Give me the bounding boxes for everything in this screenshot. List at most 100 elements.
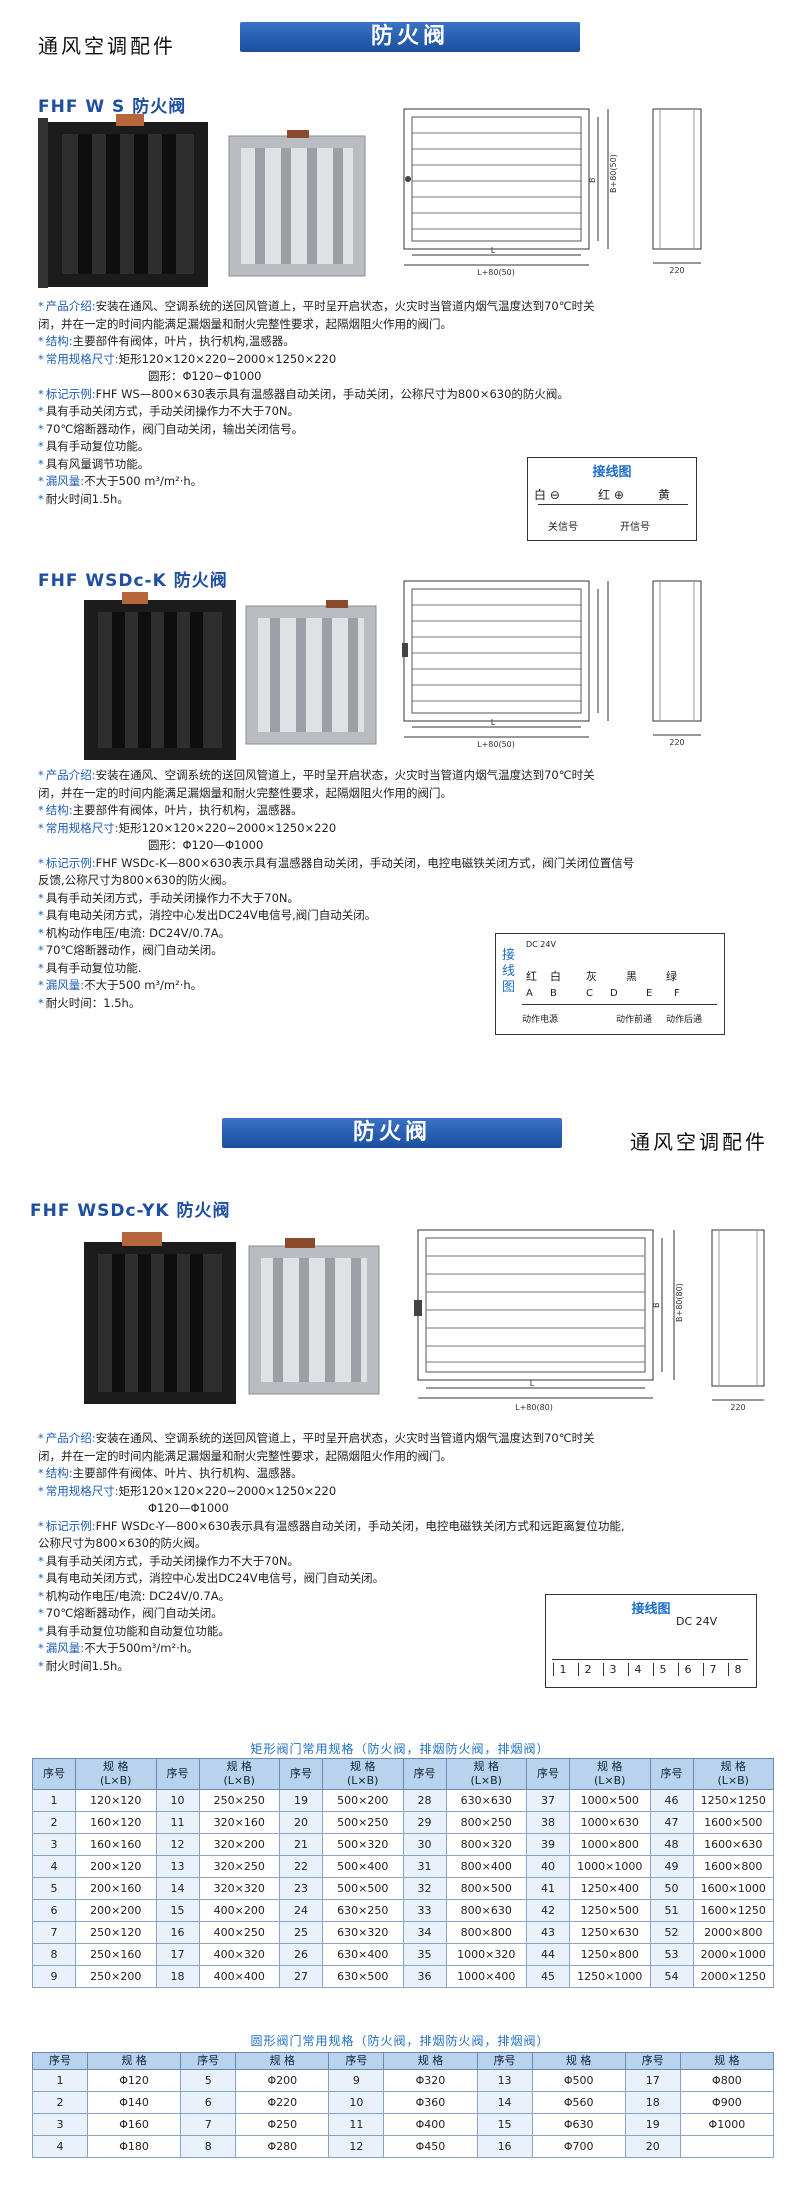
product-description: *产品介绍:安装在通风、空调系统的送回风管道上，平时呈开启状态，火灾时当管道内烟… — [38, 1430, 778, 1675]
product-photo-dark — [84, 592, 236, 760]
dim-l80: L+80(80) — [515, 1403, 553, 1412]
description-key: 常用规格尺寸: — [45, 820, 119, 835]
description-key: 常用规格尺寸: — [45, 351, 119, 366]
dim-b80: B+80(80) — [675, 1283, 684, 1322]
table-cell-index: 14 — [155, 1877, 200, 1900]
col-header-spec-label: 规 格 — [350, 1760, 376, 1773]
table-cell-spec: 630×250 — [322, 1899, 404, 1922]
table-cell-spec: 200×160 — [75, 1877, 157, 1900]
table-cell-spec: Φ140 — [86, 2091, 182, 2114]
table-cell-spec: 250×160 — [75, 1943, 157, 1966]
bullet-mark: * — [38, 1588, 44, 1603]
table-cell-index: 13 — [155, 1855, 200, 1878]
table-cell-index: 12 — [155, 1833, 200, 1856]
col-header-spec-label: 规 格 — [103, 1760, 129, 1773]
table-cell-index: 29 — [402, 1811, 447, 1834]
col-header-index: 序号 — [180, 2052, 237, 2070]
table-cell-spec: 320×250 — [198, 1855, 280, 1878]
wire-yellow: 黄 — [658, 488, 671, 502]
table-cell-spec: 1600×800 — [692, 1855, 774, 1878]
col-header-spec-unit: (L×B) — [470, 1774, 502, 1787]
table-cell-index: 28 — [402, 1789, 447, 1812]
wire-white: 白 — [550, 970, 561, 983]
table-cell-spec: 800×630 — [445, 1899, 527, 1922]
table-cell-index: 21 — [279, 1833, 323, 1856]
wire-letter-a: A — [526, 988, 533, 999]
table-cell-spec: 1000×800 — [569, 1833, 651, 1856]
bullet-mark: * — [38, 1431, 44, 1445]
col-header-spec: 规 格 — [383, 2052, 478, 2070]
table-cell-spec: 1000×400 — [445, 1965, 527, 1988]
table-cell-spec: Φ160 — [86, 2113, 182, 2136]
bullet-mark: * — [38, 1483, 44, 1498]
table-cell-index: 2 — [32, 1811, 76, 1834]
table-cell-index: 3 — [32, 1833, 76, 1856]
description-line: *常用规格尺寸:矩形120×120×220~2000×1250×220 — [38, 351, 758, 369]
product-title: FHF WSDc-YK 防火阀 — [30, 1201, 231, 1221]
description-value: 不大于500 m³/m²·h。 — [84, 978, 203, 992]
table-cell-spec: 1250×1000 — [569, 1965, 651, 1988]
table-cell-index: 20 — [624, 2135, 681, 2158]
table-cell-index: 8 — [32, 1943, 76, 1966]
table-cell-spec: 1600×500 — [692, 1811, 774, 1834]
table-cell-index: 44 — [526, 1943, 570, 1966]
description-line: *机构动作电压/电流: DC24V/0.7A。 — [38, 1588, 778, 1606]
col-header-index: 序号 — [328, 2052, 385, 2070]
table-cell-index: 4 — [32, 1855, 76, 1878]
table-cell-spec: 800×800 — [445, 1921, 527, 1944]
col-header-spec-label: 规 格 — [565, 2054, 592, 2067]
description-line: *产品介绍:安装在通风、空调系统的送回风管道上，平时呈开启状态，火灾时当管道内烟… — [38, 298, 758, 316]
description-key: 结构: — [45, 1466, 73, 1480]
wiring-dc: DC 24V — [676, 1615, 718, 1628]
bullet-mark: * — [38, 404, 44, 418]
table-cell-spec: Φ360 — [383, 2091, 478, 2114]
col-header-spec: 规 格(L×B) — [75, 1758, 157, 1790]
table-cell-spec: 800×400 — [445, 1855, 527, 1878]
dim-l: L — [530, 1379, 535, 1388]
description-value: 耐火时间：1.5h。 — [45, 995, 141, 1010]
product-photo-steel — [228, 130, 366, 277]
table-cell-index: 6 — [180, 2091, 237, 2114]
table-cell-index: 33 — [402, 1899, 447, 1922]
wire-close-signal: 关信号 — [548, 522, 578, 533]
description-key: 漏风量: — [45, 474, 85, 488]
table-cell-index: 26 — [279, 1943, 323, 1966]
description-value: 闭，并在一定的时间内能满足漏烟量和耐火完整性要求，起隔烟阻火作用的阀门。 — [38, 1448, 452, 1463]
table-cell-index: 32 — [402, 1877, 447, 1900]
description-line: *具有手动关闭方式，手动关闭操作力不大于70N。 — [38, 403, 758, 421]
bullet-mark: * — [38, 995, 44, 1010]
description-line: *产品介绍:安装在通风、空调系统的送回风管道上，平时呈开启状态，火灾时当管道内烟… — [38, 767, 778, 785]
description-line: *具有手动复位功能. — [38, 960, 778, 978]
col-header-spec-label: 规 格 — [226, 1760, 253, 1773]
description-value: 具有手动复位功能。 — [45, 439, 150, 453]
description-value: 圆形：Φ120—Φ1000 — [148, 838, 264, 852]
table-cell-spec: 500×320 — [322, 1833, 404, 1856]
section-banner — [240, 22, 580, 52]
table-cell-index: 42 — [526, 1899, 570, 1922]
dim-220: 220 — [669, 266, 684, 275]
table-cell-index: 53 — [649, 1943, 694, 1966]
table-cell-index: 12 — [328, 2135, 385, 2158]
description-line: *具有电动关闭方式，消控中心发出DC24V电信号，阀门自动关闭。 — [38, 1570, 778, 1588]
table-cell-spec: Φ120 — [86, 2069, 182, 2092]
table-cell-spec: 1000×320 — [445, 1943, 527, 1966]
dim-l80: L+80(50) — [477, 740, 515, 749]
col-header-spec: 规 格(L×B) — [569, 1758, 651, 1790]
wiring-terminal-number: 3 — [602, 1663, 623, 1676]
table-cell-spec: 400×200 — [198, 1899, 280, 1922]
bullet-mark: * — [38, 943, 44, 957]
col-header-spec: 规 格(L×B) — [692, 1758, 774, 1790]
description-line: *常用规格尺寸:矩形120×120×220~2000×1250×220 — [38, 820, 778, 838]
product-title: FHF W S 防火阀 — [38, 97, 187, 117]
description-line: *70℃熔断器动作，阀门自动关闭，输出关闭信号。 — [38, 421, 758, 439]
wire-gray: 灰 — [586, 970, 597, 983]
table-cell-index: 1 — [32, 1789, 76, 1812]
bullet-mark: * — [38, 803, 44, 817]
table-cell-spec: 250×200 — [75, 1965, 157, 1988]
bullet-mark: * — [38, 1623, 44, 1638]
description-line: *漏风量:不大于500 m³/m²·h。 — [38, 473, 758, 491]
table-cell-spec: 400×400 — [198, 1965, 280, 1988]
table-header-row: 序号规 格(L×B)序号规 格(L×B)序号规 格(L×B)序号规 格(L×B)… — [32, 1758, 774, 1790]
